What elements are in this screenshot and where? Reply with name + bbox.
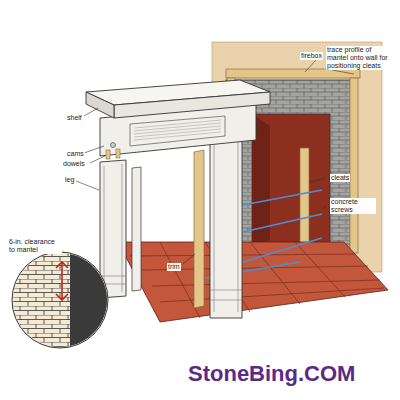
- note-label: trace profile of mantel onto wall for po…: [326, 46, 392, 70]
- part-label: dowels: [62, 160, 86, 168]
- part-label: firebox: [300, 52, 323, 60]
- dimension-note: 6-in. clearance to mantel: [8, 238, 62, 254]
- watermark: StoneBing.COM: [188, 362, 355, 386]
- part-label: shelf: [66, 114, 83, 122]
- part-label: trim: [167, 263, 181, 271]
- part-label: leg: [64, 176, 75, 184]
- part-label: cams: [66, 150, 85, 158]
- part-label: cleats: [330, 174, 350, 182]
- part-label: concrete screws: [330, 198, 376, 214]
